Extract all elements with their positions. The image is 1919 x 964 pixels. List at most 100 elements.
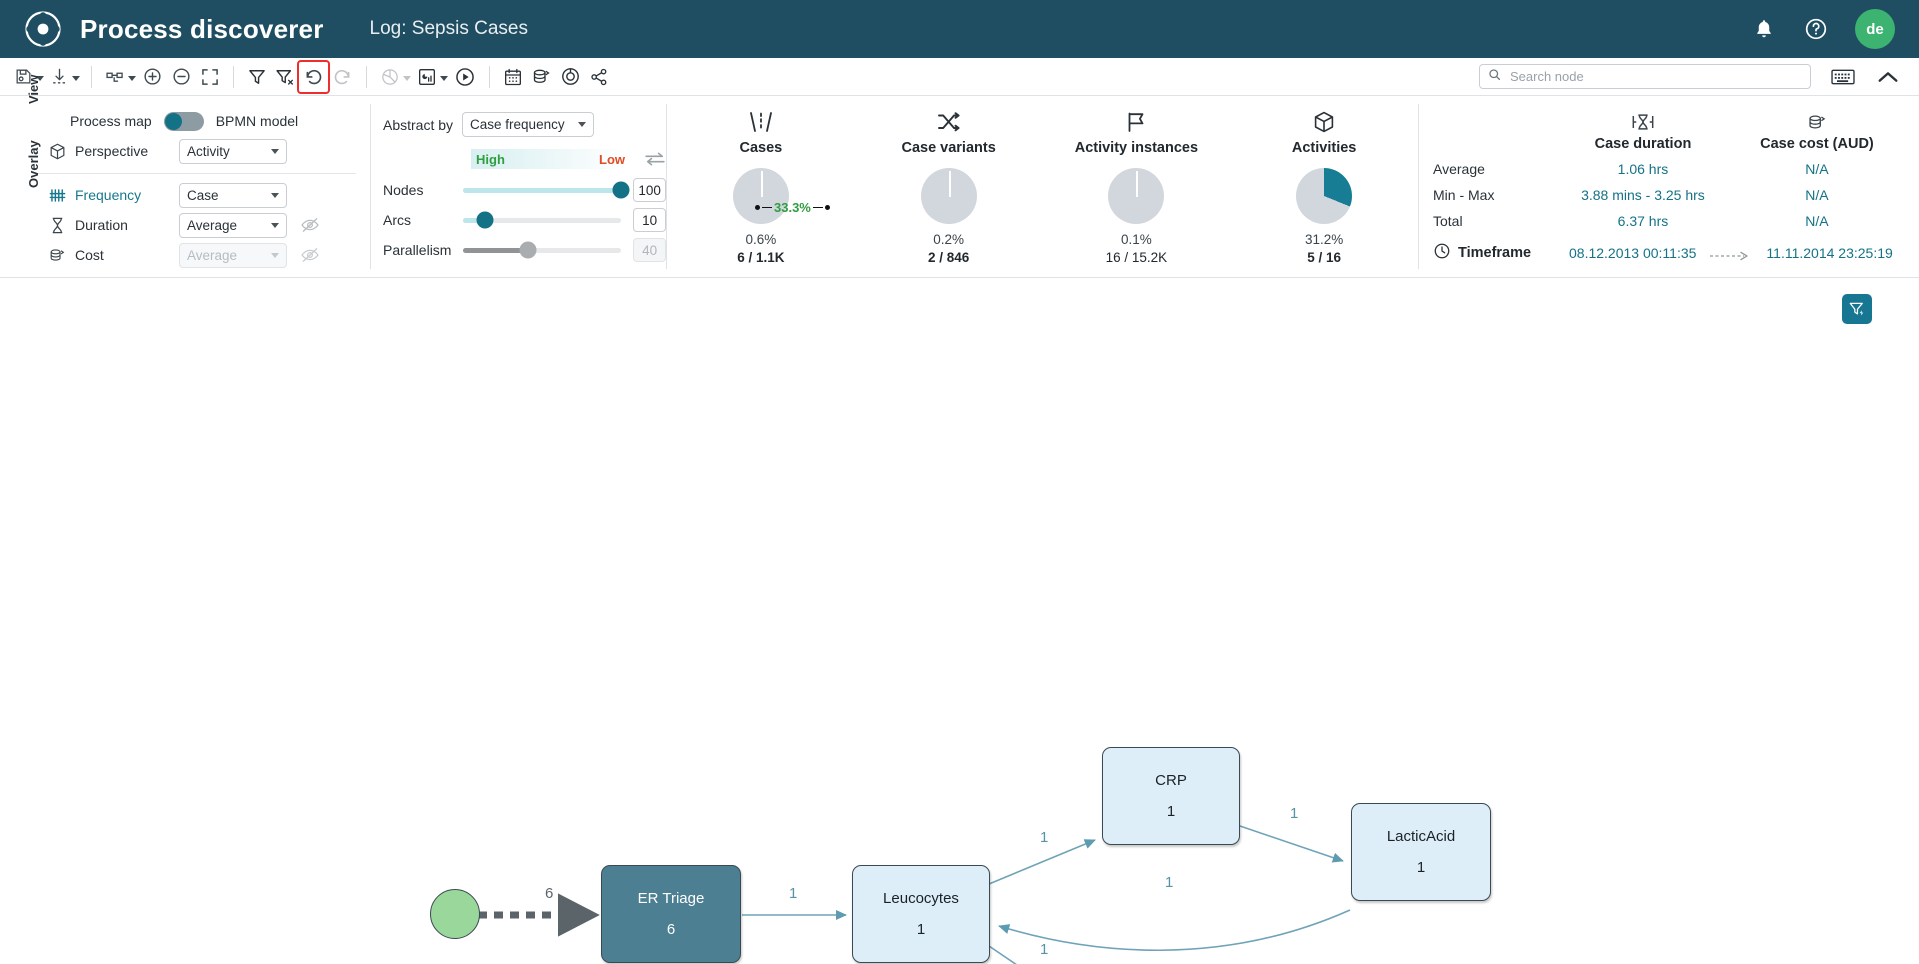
download-icon[interactable] [46,62,82,92]
chevron-down-icon [271,223,279,228]
performance-icon[interactable] [556,62,585,92]
dashboard-icon[interactable] [413,62,450,92]
slider-label-parallelism: Parallelism [383,242,463,258]
node-value-leucocytes: 1 [917,921,925,938]
toolbar-divider [366,66,367,88]
node-value-crp: 1 [1167,803,1175,820]
arc-label-crp-to-lacticacid: 1 [1290,805,1298,822]
metrics-table: Case duration Case c [1433,106,1901,234]
chevron-up-icon[interactable] [1873,62,1903,92]
zoom-out-icon[interactable] [167,62,196,92]
node-leucocytes[interactable]: Leucocytes 1 [852,865,990,963]
slider-knob-parallelism [519,242,536,259]
bell-icon[interactable] [1751,16,1777,42]
row-label-average: Average [1433,156,1553,182]
view-mode-toggle-row: Process map BPMN model [46,106,370,136]
slider-track-nodes[interactable] [463,188,622,193]
overlay-select-frequency[interactable]: Case [179,183,287,208]
node-crp[interactable]: CRP 1 [1102,747,1240,845]
arc-label-start-to-ertriage: 6 [545,885,553,902]
slider-label-arcs: Arcs [383,212,463,228]
undo-icon[interactable] [299,62,328,92]
perspective-select[interactable]: Activity [179,139,287,164]
filter-icon[interactable] [243,62,271,92]
avatar[interactable]: de [1855,9,1895,49]
high-low-gradient-bar: High Low [471,149,630,169]
toggle-knob [165,113,182,130]
gradient-low-label: Low [599,152,625,167]
overlay-select-cost: Average [179,243,287,268]
timeframe-label: Timeframe [1458,245,1531,261]
stat-gauge-cases [733,168,789,224]
app-header: Process discoverer Log: Sepsis Cases de [0,0,1919,58]
node-er-triage[interactable]: ER Triage 6 [601,865,741,963]
slider-row-nodes: Nodes 100 [383,175,666,205]
node-label-er-triage: ER Triage [638,890,705,907]
cost-table-icon[interactable] [527,62,556,92]
overlay-label-frequency: Frequency [75,187,179,203]
road-icon [748,104,774,134]
duration-visibility-toggle-icon[interactable] [299,214,321,236]
row-label-total: Total [1433,208,1553,234]
overlay-select-duration[interactable]: Average [179,213,287,238]
timeframe-start: 08.12.2013 00:11:35 [1569,245,1696,261]
table-row: Min - Max 3.88 mins - 3.25 hrs N/A [1433,182,1901,208]
stat-percent-activity-instances: 0.1% [1121,232,1152,247]
process-map-canvas[interactable]: ER Triage 6 Leucocytes 1 CRP 1 LacticAci… [0,278,1919,964]
cube-icon [46,140,68,162]
slider-knob-arcs[interactable] [476,212,493,229]
cost-visibility-toggle-icon[interactable] [299,244,321,266]
table-header-row: Case duration Case c [1433,106,1901,156]
process-map-edges [0,278,1919,964]
filter-lightning-icon[interactable] [1842,294,1872,324]
link-percent-value: 33.3% [774,200,811,215]
table-row: Average 1.06 hrs N/A [1433,156,1901,182]
frequency-icon [46,184,68,206]
process-map-label: Process map [70,113,152,129]
timeframe-label-group: Timeframe [1433,242,1551,264]
metrics-panel: Case duration Case c [1419,96,1919,277]
layout-icon[interactable] [101,62,138,92]
slider-track-arcs[interactable] [463,218,622,223]
process-map-bpmn-toggle[interactable] [164,112,204,131]
bpmn-model-label: BPMN model [216,113,298,129]
slider-value-arcs[interactable]: 10 [633,208,666,232]
search-node-box[interactable] [1479,64,1811,89]
stat-percent-cases: 0.6% [745,232,776,247]
play-icon[interactable] [450,62,480,92]
zoom-in-icon[interactable] [138,62,167,92]
panel-divider [36,173,356,174]
stat-name-cases: Cases [740,140,783,156]
duration-icon [1554,107,1732,133]
control-bar: View Overlay Process map BPMN model [0,96,1919,278]
question-circle-icon[interactable] [1803,16,1829,42]
table-row: Total 6.37 hrs N/A [1433,208,1901,234]
search-input[interactable] [1508,68,1802,85]
toolbar-extra-group [499,62,613,92]
overlay-value-frequency: Case [187,188,219,203]
start-event[interactable] [430,889,480,939]
hourglass-icon [46,214,68,236]
node-lacticacid[interactable]: LacticAcid 1 [1351,803,1491,901]
clear-filter-icon[interactable] [271,62,299,92]
slider-value-nodes[interactable]: 100 [633,178,666,202]
calendar-icon[interactable] [499,62,527,92]
chevron-down-icon [271,193,279,198]
abstract-by-select[interactable]: Case frequency [462,112,594,137]
overlay-row-cost: Cost Average [46,240,370,270]
abstract-by-row: Abstract by Case frequency [383,112,666,137]
stat-name-activities: Activities [1292,140,1356,156]
fit-screen-icon[interactable] [196,62,224,92]
keyboard-icon[interactable] [1827,62,1859,92]
abstract-by-value: Case frequency [470,117,565,132]
timeframe-end: 11.11.2014 23:25:19 [1766,245,1892,261]
stat-fraction-case-variants: 2 / 846 [928,250,969,265]
cell-average-cost: N/A [1733,156,1901,182]
swap-arrows-icon[interactable] [644,151,666,167]
perspective-row: Perspective Activity [46,136,370,166]
share-icon[interactable] [585,62,613,92]
arc-label-ertriage-to-leucocytes: 1 [789,885,797,902]
overlay-section-label: Overlay [26,140,41,188]
slider-value-parallelism: 40 [633,238,666,262]
slider-knob-nodes[interactable] [613,182,630,199]
